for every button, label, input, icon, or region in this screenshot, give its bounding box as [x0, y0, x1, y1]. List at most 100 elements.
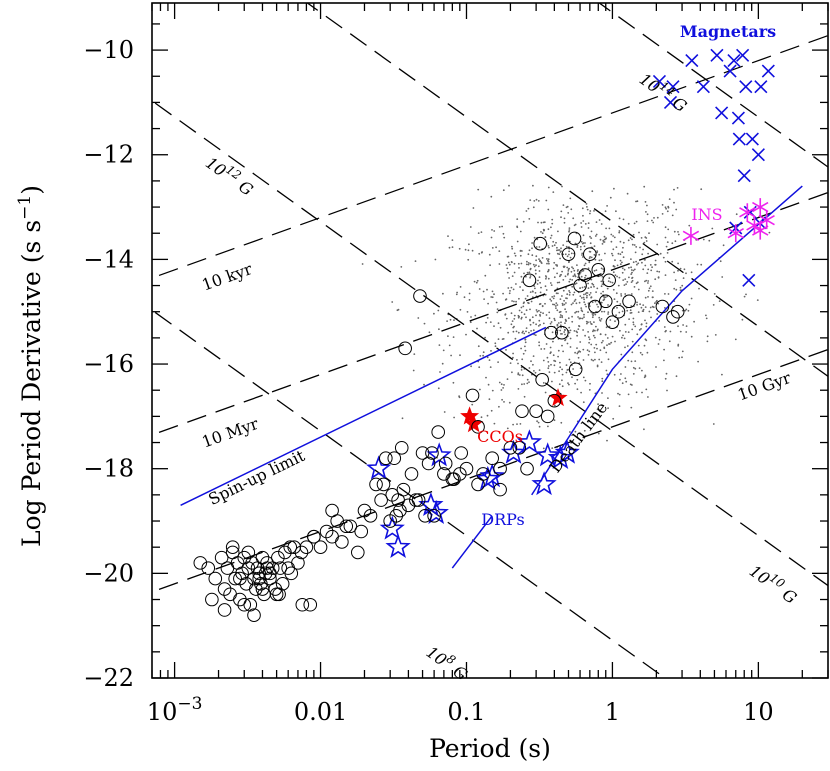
pulsar-dot	[623, 284, 626, 286]
pulsar-dot	[601, 310, 603, 313]
pulsar-dot	[557, 292, 559, 295]
pulsar-dot	[659, 252, 662, 255]
pulsar-dot	[613, 373, 616, 376]
pulsar-dot	[652, 296, 654, 299]
pulsar-circle	[363, 508, 378, 523]
pulsar-dot	[565, 371, 568, 374]
pulsar-dot	[477, 232, 480, 235]
pulsar-dot	[484, 274, 487, 277]
pulsar-dot	[600, 285, 603, 288]
pulsar-dot	[551, 218, 554, 221]
pulsar-dot	[579, 271, 582, 274]
pulsar-circle	[561, 247, 576, 261]
pulsar-dot	[466, 311, 469, 313]
pulsar-dot	[483, 298, 485, 300]
pulsar-dot	[665, 245, 668, 248]
pulsar-dot	[588, 257, 591, 259]
x-tick-label: 0.1	[447, 698, 485, 726]
pulsar-dot	[601, 275, 604, 278]
pulsar-dot	[576, 264, 578, 266]
pulsar-dot	[569, 256, 572, 259]
pulsar-dot	[503, 384, 505, 386]
pulsar-dot	[496, 308, 499, 310]
pulsar-dot	[546, 356, 549, 359]
pulsar-dot	[522, 352, 525, 355]
pulsar-dot	[594, 329, 596, 332]
pulsar-dot	[542, 322, 545, 325]
pulsar-dot	[563, 266, 565, 269]
pulsar-dot	[587, 267, 590, 270]
pulsar-circle	[263, 571, 277, 586]
pulsar-dot	[596, 250, 599, 253]
pulsar-dot	[533, 285, 536, 287]
pulsar-dot	[513, 300, 515, 303]
pulsar-dot	[490, 195, 493, 198]
magnetar-cross	[727, 53, 741, 68]
pulsar-dot	[612, 288, 615, 291]
pulsar-dot	[624, 377, 627, 380]
pulsar-dot	[528, 249, 531, 252]
pulsar-dot	[644, 306, 647, 308]
pulsar-dot	[666, 210, 669, 213]
pulsar-dot	[568, 280, 571, 283]
pulsar-dot	[572, 368, 574, 370]
cco-star	[464, 414, 484, 433]
pulsar-dot	[635, 246, 638, 248]
pulsar-dot	[631, 351, 634, 354]
pulsar-dot	[618, 311, 621, 314]
pulsar-dot	[542, 228, 545, 231]
pulsar-dot	[651, 266, 653, 269]
pulsar-dot	[531, 247, 533, 250]
age-label: 10 Gyr	[735, 368, 793, 405]
pulsar-dot	[585, 296, 588, 299]
pulsar-dot	[621, 310, 624, 313]
pulsar-dot	[548, 262, 550, 265]
pulsar-dot	[482, 290, 485, 293]
pulsar-dot	[494, 342, 497, 345]
pulsar-circle	[520, 461, 534, 476]
pulsar-dot	[708, 239, 711, 242]
pulsar-dot	[437, 387, 440, 390]
pulsar-dot	[523, 395, 526, 398]
pulsar-dot	[531, 290, 534, 293]
pulsar-dot	[512, 356, 514, 359]
pulsar-dot	[522, 305, 525, 308]
pulsar-dot	[651, 219, 653, 222]
pulsar-dot	[476, 279, 479, 282]
pulsar-dot	[451, 246, 454, 249]
pulsar-dot	[553, 317, 556, 320]
pulsar-dot	[502, 387, 504, 389]
pulsar-dot	[561, 368, 563, 371]
plot-frame	[151, 2, 829, 679]
pulsar-dot	[519, 230, 522, 233]
pulsar-circle	[533, 236, 548, 251]
pulsar-dot	[502, 292, 504, 295]
pulsar-dot	[633, 286, 636, 288]
pulsar-dot	[588, 293, 591, 296]
pulsar-circle	[670, 304, 685, 319]
pulsar-dot	[624, 331, 627, 333]
pulsar-dot	[582, 269, 585, 272]
pulsar-dot	[685, 308, 688, 311]
pulsar-circle	[555, 325, 569, 340]
pulsar-dot	[637, 311, 640, 313]
pulsar-dot	[638, 329, 641, 331]
pulsar-dot	[592, 334, 595, 337]
pulsar-dot	[495, 246, 497, 249]
pulsar-dot	[635, 220, 638, 223]
pulsar-dot	[535, 323, 537, 326]
pulsar-dot	[469, 226, 472, 228]
pulsar-dot	[547, 269, 550, 272]
pulsar-dot	[627, 222, 630, 225]
pulsar-dot	[568, 253, 570, 256]
pulsar-dot	[550, 351, 552, 354]
pulsar-dot	[586, 349, 589, 352]
pulsar-dot	[532, 355, 535, 357]
pulsar-dot	[488, 398, 491, 401]
pulsar-dot	[511, 275, 514, 277]
pulsar-circle	[248, 582, 263, 596]
pulsar-dot	[590, 286, 592, 289]
pulsar-dot	[550, 226, 552, 229]
pulsar-dot	[540, 261, 543, 264]
pulsar-dot	[524, 338, 527, 341]
